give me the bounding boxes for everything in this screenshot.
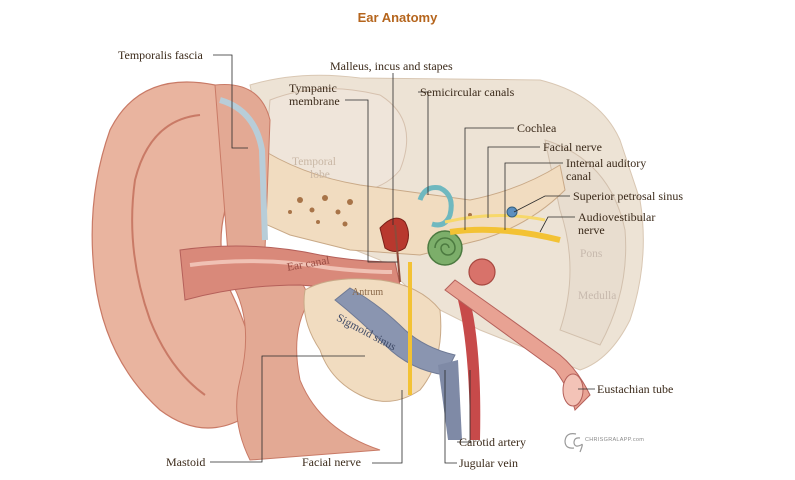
leader-mastoid [210, 355, 365, 463]
tympanic-membrane-shape [394, 224, 401, 283]
label-tympanic-1: Tympanic [289, 81, 337, 95]
label-facial-nerve-bottom: Facial nerve [302, 455, 361, 469]
leader-tympanic [345, 99, 398, 263]
inner-label-temporal-2: lobe [310, 169, 330, 181]
label-audiovestibular-1: Audiovestibular [578, 210, 656, 224]
superior-petrosal-sinus-shape [506, 206, 518, 218]
cochlea-shape [427, 230, 463, 266]
signature-logo-icon [564, 433, 583, 453]
label-semicircular-canals: Semicircular canals [420, 85, 515, 99]
facial-nerve-shape [444, 213, 546, 224]
label-eustachian-tube: Eustachian tube [597, 382, 674, 396]
pinna-fold [131, 114, 206, 396]
label-internal-auditory-1: Internal auditory [566, 156, 647, 170]
leader-internal-auditory [504, 162, 563, 230]
leader-cochlea [464, 127, 514, 230]
bone-pores [288, 195, 472, 227]
page-title: Ear Anatomy [357, 10, 438, 25]
inner-label-temporal-1: Temporal [292, 156, 336, 168]
cochlea-spiral [434, 237, 456, 256]
ossicles-shape [379, 217, 409, 252]
label-carotid-artery: Carotid artery [459, 435, 526, 449]
temporalis-layer [219, 97, 268, 241]
label-superior-petrosal-sinus: Superior petrosal sinus [573, 189, 683, 203]
inner-label-antrum: Antrum [352, 287, 384, 298]
canal-highlight [189, 259, 393, 274]
jugular-vein-shape [438, 360, 462, 440]
leader-petrosal [513, 195, 570, 213]
label-cochlea: Cochlea [517, 121, 557, 135]
eustachian-opening [562, 373, 584, 407]
leader-facial-bottom [372, 390, 403, 464]
leader-facial-top [487, 146, 540, 218]
label-tympanic-2: membrane [289, 94, 340, 108]
brainstem [544, 139, 627, 346]
signature-text: CHRISGRALAPP.com [585, 437, 645, 443]
label-facial-nerve-top: Facial nerve [543, 140, 602, 154]
mastoid-bone [303, 278, 442, 402]
label-audiovestibular-2: nerve [578, 223, 605, 237]
carotid-artery-shape [458, 300, 481, 440]
eustachian-tube-shape [444, 279, 591, 411]
leader-temporalis-fascia [213, 54, 248, 149]
label-internal-auditory-2: canal [566, 169, 592, 183]
label-temporalis-fascia: Temporalis fascia [118, 48, 203, 62]
leader-semicircular [418, 91, 429, 195]
label-ossicles: Malleus, incus and stapes [330, 59, 453, 73]
inner-label-pons: Pons [580, 248, 603, 260]
label-mastoid: Mastoid [166, 455, 206, 469]
semicircular-canals-shape [417, 185, 454, 228]
carotid-canal [468, 258, 496, 286]
leader-audiovestibular [539, 216, 575, 233]
leader-carotid [457, 370, 471, 443]
leader-jugular [444, 370, 457, 464]
label-jugular-vein: Jugular vein [459, 456, 518, 470]
audiovestibular-nerve-shape [449, 226, 561, 243]
leader-lines [210, 54, 595, 464]
inner-label-medulla: Medulla [578, 290, 617, 302]
